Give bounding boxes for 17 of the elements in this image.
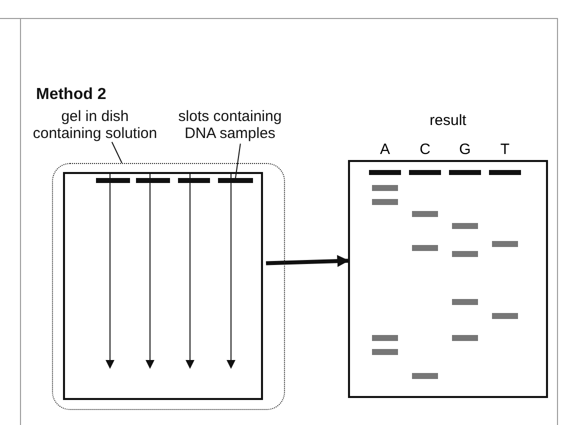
gel-slab <box>63 172 263 400</box>
lane-label: G <box>458 141 472 158</box>
arrow <box>266 255 350 268</box>
lane-label: T <box>499 141 511 158</box>
heading: result <box>428 112 468 129</box>
sample-slot <box>178 178 210 183</box>
heading: Method 2 <box>36 86 106 104</box>
leader-line <box>111 142 122 164</box>
dish-outline <box>52 163 285 410</box>
annotation-text: slots containing DNA samples <box>165 108 295 142</box>
sample-slot <box>136 178 170 183</box>
sample-slot <box>96 178 130 183</box>
annotation-text: gel in dish containing solution <box>30 108 160 142</box>
leader-line <box>235 143 241 178</box>
lane-label: A <box>378 141 391 158</box>
lane-label: C <box>418 141 432 158</box>
sample-slot <box>218 178 253 183</box>
